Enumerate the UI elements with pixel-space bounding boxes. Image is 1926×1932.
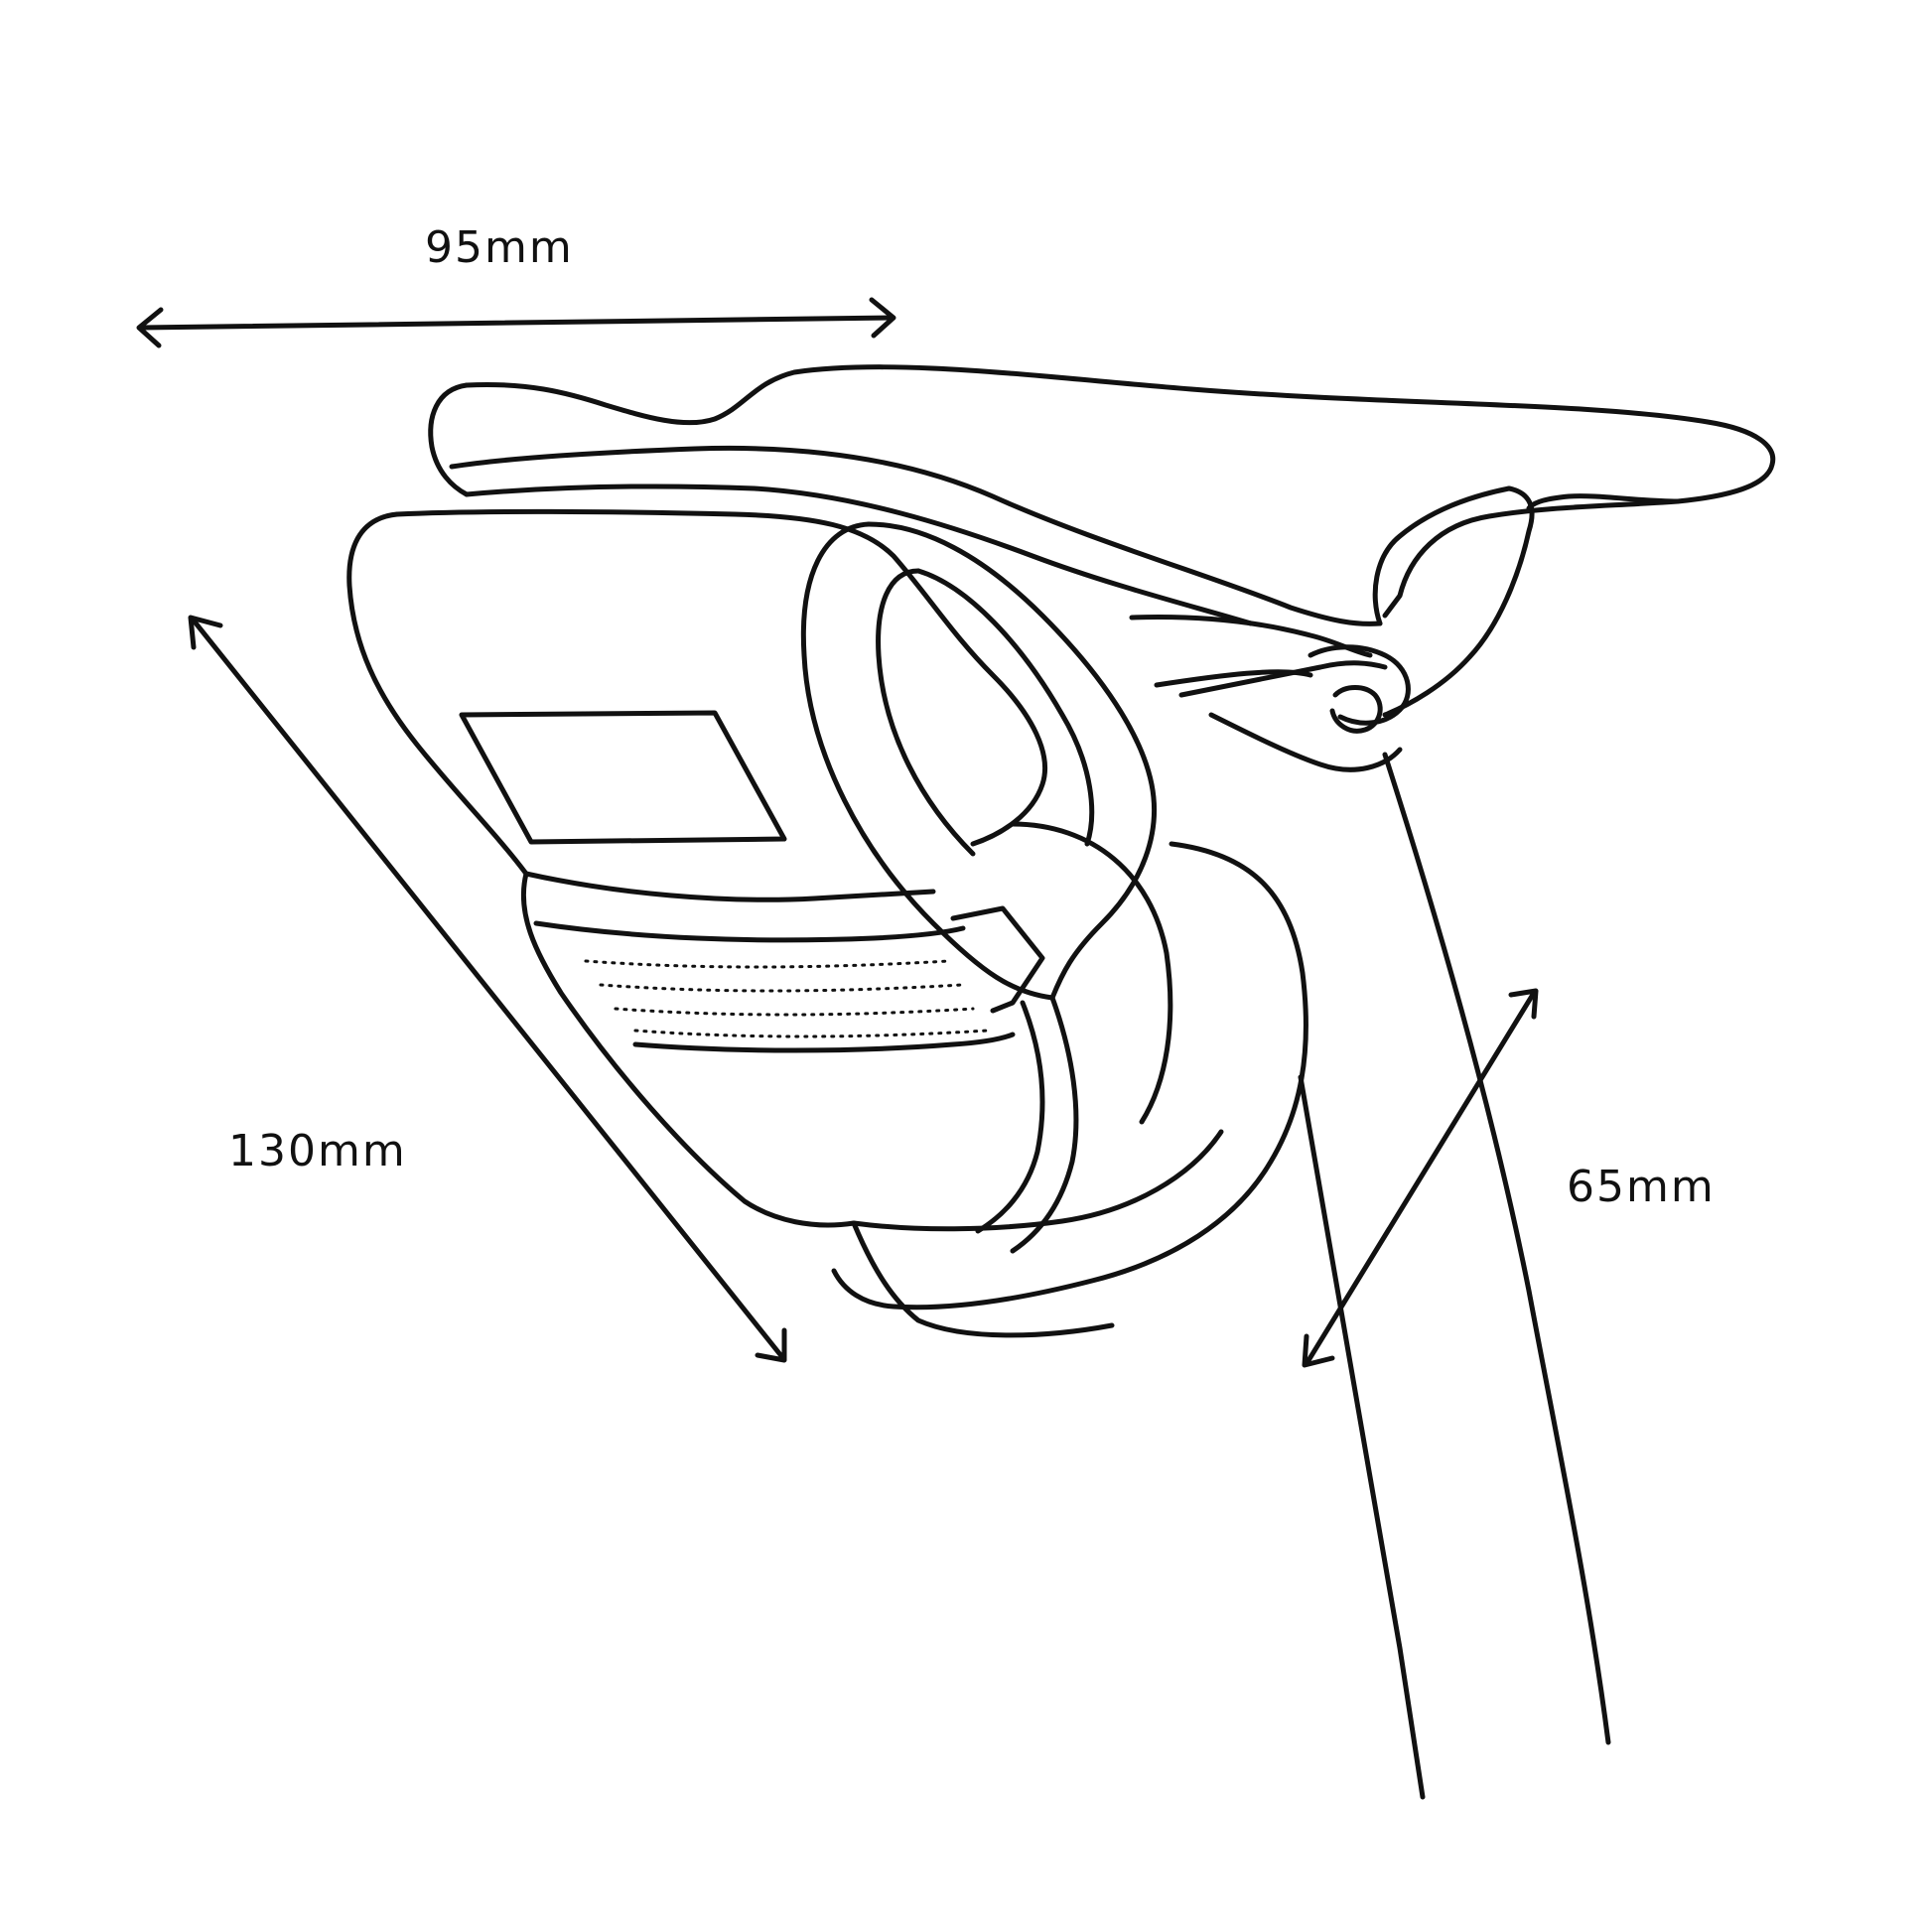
strap-lower-inner [975,1000,1045,1234]
reflective-band [533,905,1045,1053]
length-arrow [188,615,787,1363]
depth-dimension-label: 65mm [1567,1162,1716,1212]
seat-post-left-edge [1298,1074,1426,1800]
strap-lower [1010,995,1079,1254]
bag-lid-bottom [523,871,936,902]
bag-base [851,1220,1115,1338]
seat-clamp [1129,615,1411,772]
bag-body-lower-edge [851,1129,1224,1232]
depth-arrowhead-bottom [1302,1333,1335,1368]
band-dots-row-4 [633,1029,990,1038]
clamp-seam [1154,669,1313,688]
width-arrow-shaft [138,315,894,331]
bag-body-panel [1010,821,1173,1125]
strap-loop-outer [800,521,1055,1001]
width-arrowhead-left [136,307,164,348]
seat-post-right-edge [1382,752,1611,1745]
label-patch-outline [459,710,787,845]
width-dimension-label: 95mm [425,222,574,273]
bag-body-front [520,871,857,1228]
band-dots-row-3 [614,1007,975,1017]
saddle [428,364,1776,718]
length-dimension-label: 130mm [228,1126,407,1176]
saddle-rail-underside [1526,493,1681,511]
band-bottom-edge [632,1032,1016,1053]
depth-arrow [1302,988,1539,1368]
length-arrowhead-bottom [755,1327,787,1363]
band-dots-row-2 [599,983,963,993]
length-arrow-shaft [191,618,785,1360]
band-buckle [950,905,1045,1014]
band-dots-row-1 [584,959,950,969]
depth-arrow-shaft [1305,990,1537,1365]
clamp-bar-lower [1178,660,1388,698]
strap-loop [800,521,1158,1254]
clamp-head-underside [1208,712,1403,772]
length-arrowhead-top [188,615,223,650]
width-arrowhead-right [869,297,896,339]
saddle-bag [346,508,1308,1338]
saddle-top-outline [464,364,1776,619]
bag-lid-front [346,511,529,877]
clamp-body [1307,644,1411,726]
saddle-shell-inner [464,483,1254,626]
strap-loop-inner [876,568,976,857]
saddle-shell-lower [449,445,1383,626]
saddle-rail-left [1372,485,1512,626]
width-arrow [136,297,896,348]
depth-arrowhead-top [1508,988,1539,1020]
strap-loop-inner-right [915,568,1095,847]
clamp-bolt [1329,685,1383,734]
band-top-edge [533,920,966,943]
bag-body-back [831,841,1308,1311]
seat-post [1298,752,1611,1800]
saddle-nose [428,382,470,497]
strap-loop-outer-right [866,521,1158,1001]
bag-lid-outline [394,508,1048,847]
